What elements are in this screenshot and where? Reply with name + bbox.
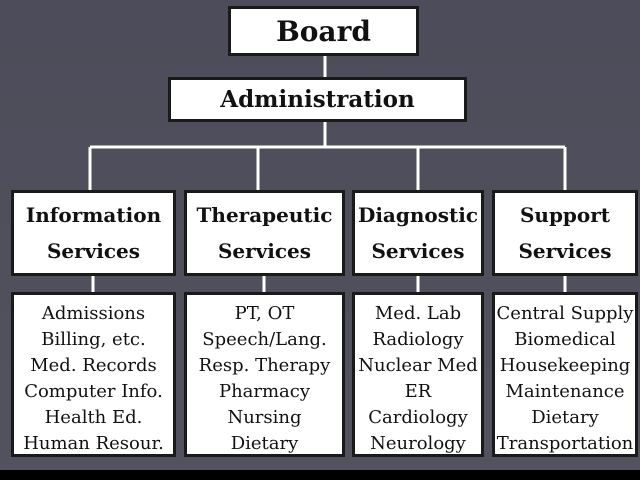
department-box-diagnostic-services: Diagnostic Services xyxy=(352,190,484,276)
department-title-line2: Services xyxy=(217,239,312,263)
unit-item: Admissions xyxy=(41,303,146,324)
unit-item: PT, OT xyxy=(234,303,295,324)
unit-item: Resp. Therapy xyxy=(198,355,331,376)
units-list-therapeutic-services: PT, OT Speech/Lang. Resp. Therapy Pharma… xyxy=(184,292,345,457)
department-title-line1: Diagnostic xyxy=(357,203,479,227)
administration-box: Administration xyxy=(168,77,467,122)
unit-item: Central Supply xyxy=(496,303,634,324)
department-title-line2: Services xyxy=(371,239,465,263)
unit-item: Pharmacy xyxy=(218,381,311,402)
unit-item: Med. Records xyxy=(30,355,157,376)
unit-item: Dietary xyxy=(531,407,599,428)
bottom-black-band xyxy=(0,470,640,480)
board-label: Board xyxy=(276,14,371,48)
department-box-therapeutic-services: Therapeutic Services xyxy=(184,190,345,276)
unit-item: Speech/Lang. xyxy=(202,329,327,350)
unit-item: Health Ed. xyxy=(44,407,143,428)
units-list-diagnostic-services: Med. Lab Radiology Nuclear Med ER Cardio… xyxy=(352,292,484,457)
unit-item: Nursing xyxy=(227,407,302,428)
administration-label: Administration xyxy=(220,86,415,113)
department-title-line1: Information xyxy=(25,203,162,227)
unit-item: Maintenance xyxy=(505,381,625,402)
unit-item: Billing, etc. xyxy=(41,329,146,350)
department-box-support-services: Support Services xyxy=(492,190,638,276)
department-box-information-services: Information Services xyxy=(11,190,176,276)
unit-item: Human Resour. xyxy=(23,433,164,454)
unit-item: ER xyxy=(404,381,432,402)
units-list-information-services: Admissions Billing, etc. Med. Records Co… xyxy=(11,292,176,457)
unit-item: Med. Lab xyxy=(374,303,462,324)
department-title-line1: Therapeutic xyxy=(196,203,333,227)
unit-item: Nuclear Med xyxy=(358,355,478,376)
board-box: Board xyxy=(228,6,419,56)
department-title-line2: Services xyxy=(518,239,612,263)
unit-item: Transportation xyxy=(496,433,634,454)
department-title-line2: Services xyxy=(46,239,141,263)
unit-item: Biomedical xyxy=(514,329,616,350)
department-title-line1: Support xyxy=(519,203,611,227)
unit-item: Cardiology xyxy=(368,407,468,428)
unit-item: Radiology xyxy=(372,329,464,350)
unit-item: Housekeeping xyxy=(499,355,631,376)
unit-item: Neurology xyxy=(370,433,466,454)
unit-item: Dietary xyxy=(230,433,299,454)
units-list-support-services: Central Supply Biomedical Housekeeping M… xyxy=(492,292,638,457)
unit-item: Computer Info. xyxy=(24,381,163,402)
